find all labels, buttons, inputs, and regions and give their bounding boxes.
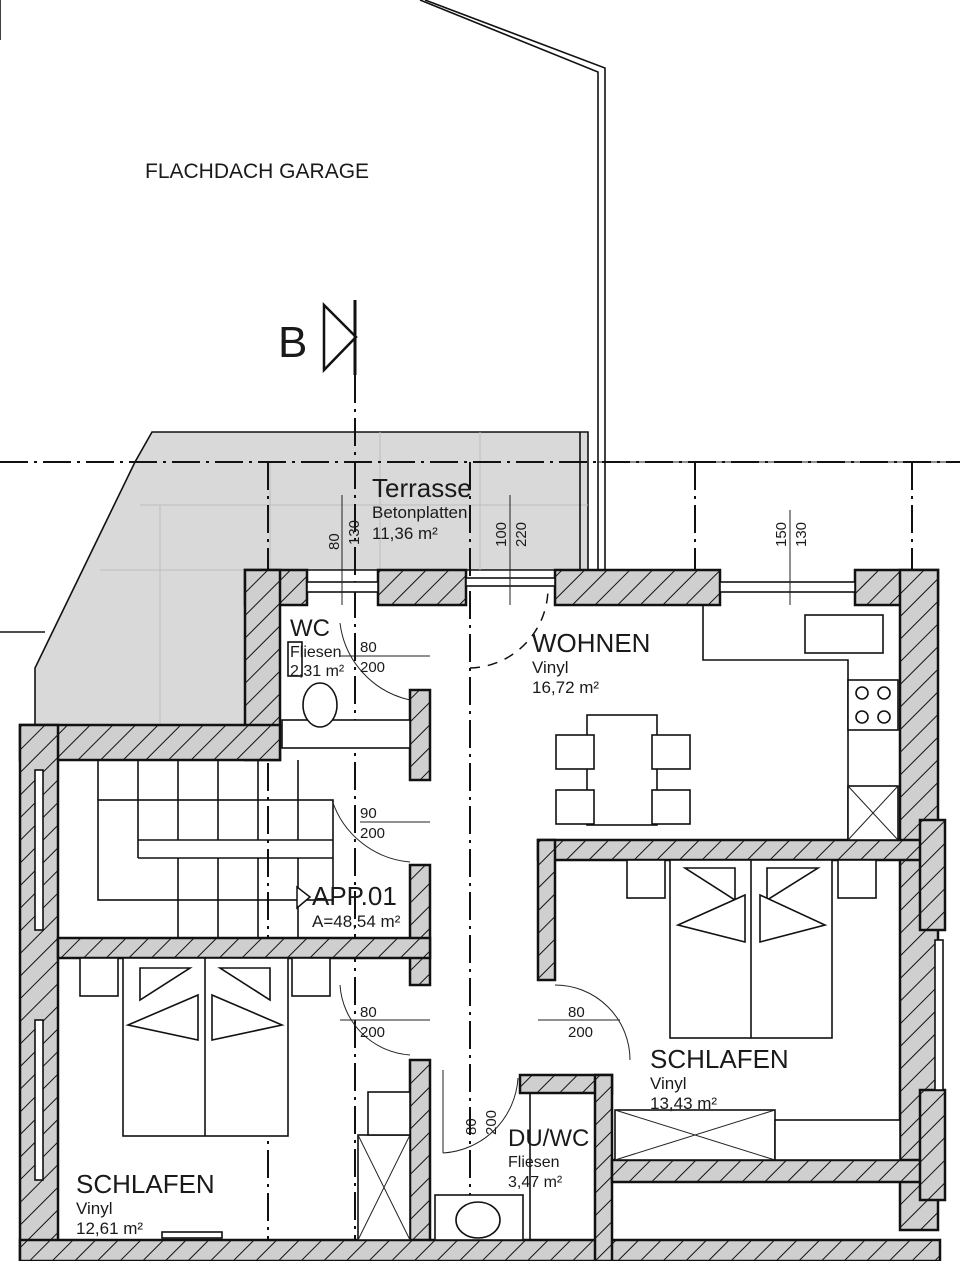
room-floor: Betonplatten — [372, 503, 467, 522]
dim-window-wc-height: 130 — [346, 520, 363, 545]
room-floor: Vinyl — [532, 658, 569, 677]
washbasin-icon — [455, 1201, 501, 1239]
apartment-label: APP.01 A=48,54 m² — [312, 881, 401, 931]
schlafen-left-door-swing — [339, 984, 411, 1056]
room-floor: Vinyl — [76, 1199, 113, 1218]
dim-window-kitchen-width: 150 — [773, 522, 790, 547]
dim-door-entry-width: 90 — [360, 805, 377, 822]
toilet-icon — [302, 682, 338, 728]
kitchen — [702, 605, 899, 841]
dim-window-wohnen-width: 100 — [493, 522, 510, 547]
dim-door-schlafen-left-height: 200 — [360, 1024, 385, 1041]
duwc-door-swing — [442, 1070, 519, 1154]
section-marker-letter: B — [278, 318, 307, 367]
room-floor: Fliesen — [508, 1154, 560, 1171]
wc-door-swing — [339, 622, 411, 701]
dim-door-wc-height: 200 — [360, 659, 385, 676]
dining-set — [555, 714, 691, 826]
room-name: WOHNEN — [532, 628, 650, 658]
room-schlafen-right: SCHLAFEN Vinyl 13,43 m² — [650, 1044, 789, 1113]
entry-door-swing — [331, 799, 411, 863]
schlafen-right-door-swing — [554, 984, 631, 1061]
dim-window-wohnen-height: 220 — [513, 522, 530, 547]
dim-door-entry-height: 200 — [360, 825, 385, 842]
dim-door-wc-width: 80 — [360, 639, 377, 656]
room-area: 2,31 m² — [290, 663, 345, 680]
room-name: WC — [290, 615, 330, 642]
room-name: SCHLAFEN — [650, 1044, 789, 1074]
room-wohnen: WOHNEN Vinyl 16,72 m² — [532, 628, 650, 697]
sink-icon — [804, 614, 884, 654]
wc-cistern — [281, 719, 411, 749]
terrace-tile-grid — [100, 432, 588, 725]
room-floor: Fliesen — [290, 644, 342, 661]
dim-door-schlafen-right-height: 200 — [568, 1024, 593, 1041]
room-name: SCHLAFEN — [76, 1169, 215, 1199]
room-name: DU/WC — [508, 1125, 589, 1152]
dim-door-schlafen-left-width: 80 — [360, 1004, 377, 1021]
dim-window-wc-width: 80 — [326, 533, 343, 550]
dim-door-duwc-width: 80 — [463, 1118, 480, 1135]
section-marker: B — [278, 300, 358, 375]
room-area: 13,43 m² — [650, 1094, 717, 1113]
section-arrow-icon — [322, 301, 358, 374]
apartment-area: A=48,54 m² — [312, 912, 401, 931]
wc-wall-hanger — [287, 641, 303, 677]
room-name: Terrasse — [372, 473, 472, 503]
dimension-labels: 80 130 100 220 150 130 80 200 90 200 80 … — [326, 495, 810, 1135]
staircase — [97, 760, 334, 938]
balcony-door-swing — [469, 587, 549, 669]
room-terrace: Terrasse Betonplatten 11,36 m² — [372, 473, 472, 543]
room-floor: Vinyl — [650, 1074, 687, 1093]
room-area: 12,61 m² — [76, 1219, 143, 1238]
dim-door-duwc-height: 200 — [483, 1110, 500, 1135]
bed-left — [79, 957, 331, 1137]
room-area: 11,36 m² — [372, 524, 438, 543]
room-duwc: DU/WC Fliesen 3,47 m² — [508, 1125, 589, 1191]
room-wc: WC Fliesen 2,31 m² — [290, 615, 345, 680]
room-area: 16,72 m² — [532, 678, 599, 697]
garage-roof-label: FLACHDACH GARAGE — [145, 160, 369, 183]
dim-door-schlafen-right-width: 80 — [568, 1004, 585, 1021]
dim-window-kitchen-height: 130 — [793, 522, 810, 547]
room-area: 3,47 m² — [508, 1174, 563, 1191]
apartment-name: APP.01 — [312, 881, 397, 911]
room-schlafen-left: SCHLAFEN Vinyl 12,61 m² — [76, 1169, 215, 1238]
bed-right — [626, 859, 877, 1039]
